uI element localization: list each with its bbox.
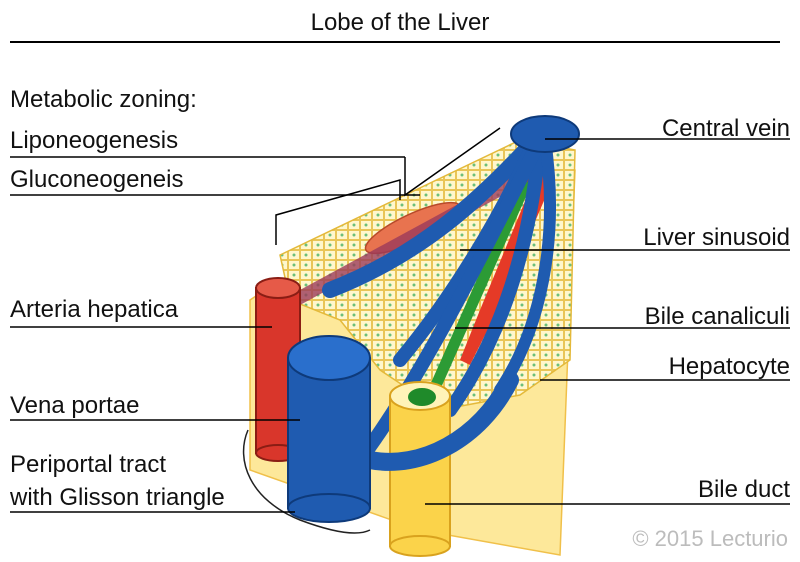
liver-sinusoid-label: Liver sinusoid — [643, 224, 790, 251]
bile-canaliculi-label: Bile canaliculi — [644, 303, 790, 330]
bile-duct-vessel — [389, 395, 451, 547]
vena-portae-lumen — [287, 335, 371, 381]
right-leader-lines — [425, 138, 790, 505]
central-vein-label: Central vein — [661, 115, 790, 142]
periportal-tract-label-line1: Periportal tract — [10, 451, 167, 478]
vena-portae-branch — [361, 371, 519, 471]
gluconeogenesis-label: Gluconeogeneis — [10, 166, 184, 193]
bile-duct-label: Bile duct — [697, 476, 790, 503]
left-leader-lines — [10, 127, 501, 513]
vena-portae-vessel — [287, 357, 371, 509]
periportal-tract-label-line2: with Glisson triangle — [10, 484, 225, 511]
arteria-hepatica-label: Arteria hepatica — [10, 296, 179, 323]
central-vein — [510, 115, 580, 153]
vena-portae-label: Vena portae — [10, 392, 140, 419]
diagram-title: Lobe of the Liver — [310, 9, 490, 36]
hepatocyte-label: Hepatocyte — [668, 353, 790, 380]
bile-canaliculus — [430, 160, 540, 390]
periportal-outline — [242, 429, 371, 534]
central-vein-branches — [322, 132, 556, 467]
liponeogenesis-label: Liponeogenesis — [10, 127, 179, 154]
copyright-watermark: © 2015 Lecturio — [632, 526, 788, 551]
arteria-hepatica-lumen — [255, 277, 301, 299]
metabolic-zoning-label: Metabolic zoning: — [10, 86, 197, 113]
